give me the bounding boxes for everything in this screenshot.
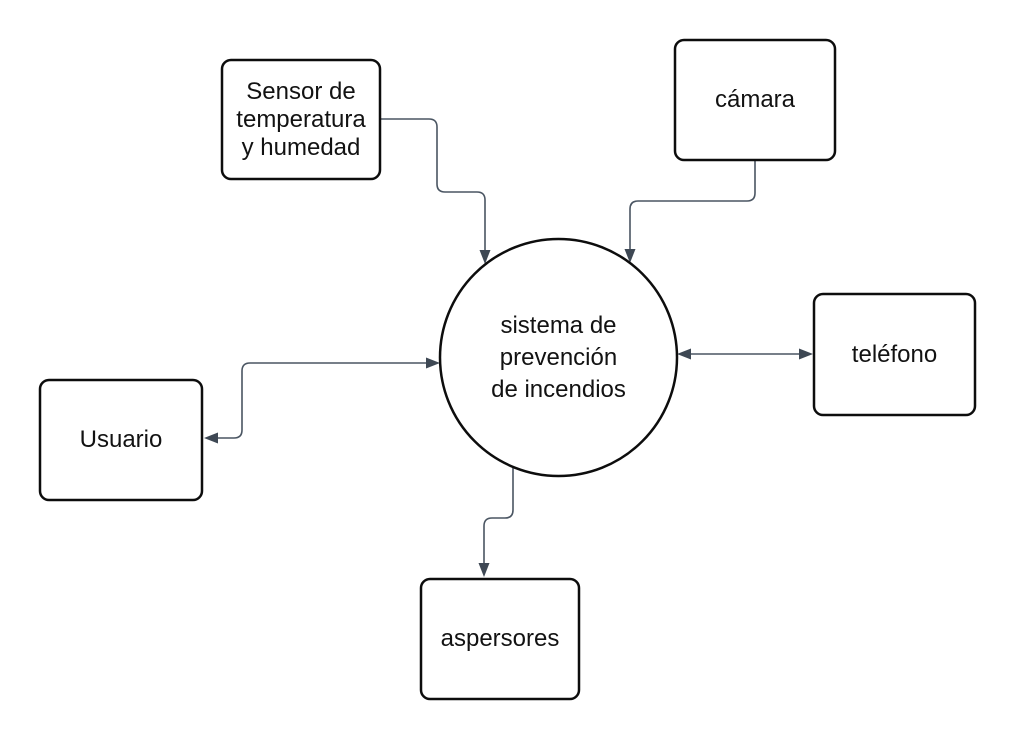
arrowhead-into-user <box>204 432 218 444</box>
user-box <box>38 378 204 502</box>
sprinklers-label-text: aspersores <box>440 625 560 652</box>
camera-label-text: cámara <box>714 86 796 113</box>
sprinklers-box <box>419 577 581 701</box>
arrowhead-sensor-to-system <box>479 250 491 264</box>
arrowhead-into-sprinklers <box>478 563 490 577</box>
shapes <box>38 38 977 701</box>
arrowhead-into-phone <box>799 348 813 360</box>
system-process-circle <box>438 237 679 478</box>
arrowhead-camera-to-system <box>624 249 636 263</box>
phone-label-text: teléfono <box>851 340 938 368</box>
connector-sensor-to-system <box>380 118 486 251</box>
sensor-box <box>220 58 382 181</box>
connectors <box>204 118 813 577</box>
connector-system-to-sprinklers <box>483 467 514 564</box>
sensor-label-text: Sensor de temperatura y humedad <box>236 77 366 161</box>
sprinklers-node-label: aspersores <box>421 579 579 699</box>
camera-node-label: cámara <box>675 40 835 160</box>
phone-node-label: teléfono <box>814 294 975 415</box>
user-node-label: Usuario <box>40 380 202 500</box>
connector-camera-to-system <box>629 160 756 250</box>
system-process-label: sistema de prevención de incendios <box>440 239 677 476</box>
phone-box <box>812 292 977 417</box>
system-process-label-text: sistema de prevención de incendios <box>491 311 626 403</box>
camera-box <box>673 38 837 162</box>
sensor-node-label: Sensor de temperatura y humedad <box>222 60 380 179</box>
connector-user-system <box>217 362 427 439</box>
arrowhead-user-into-system <box>426 357 440 369</box>
arrowhead-into-system-from-phone <box>677 348 691 360</box>
user-label-text: Usuario <box>79 426 163 453</box>
